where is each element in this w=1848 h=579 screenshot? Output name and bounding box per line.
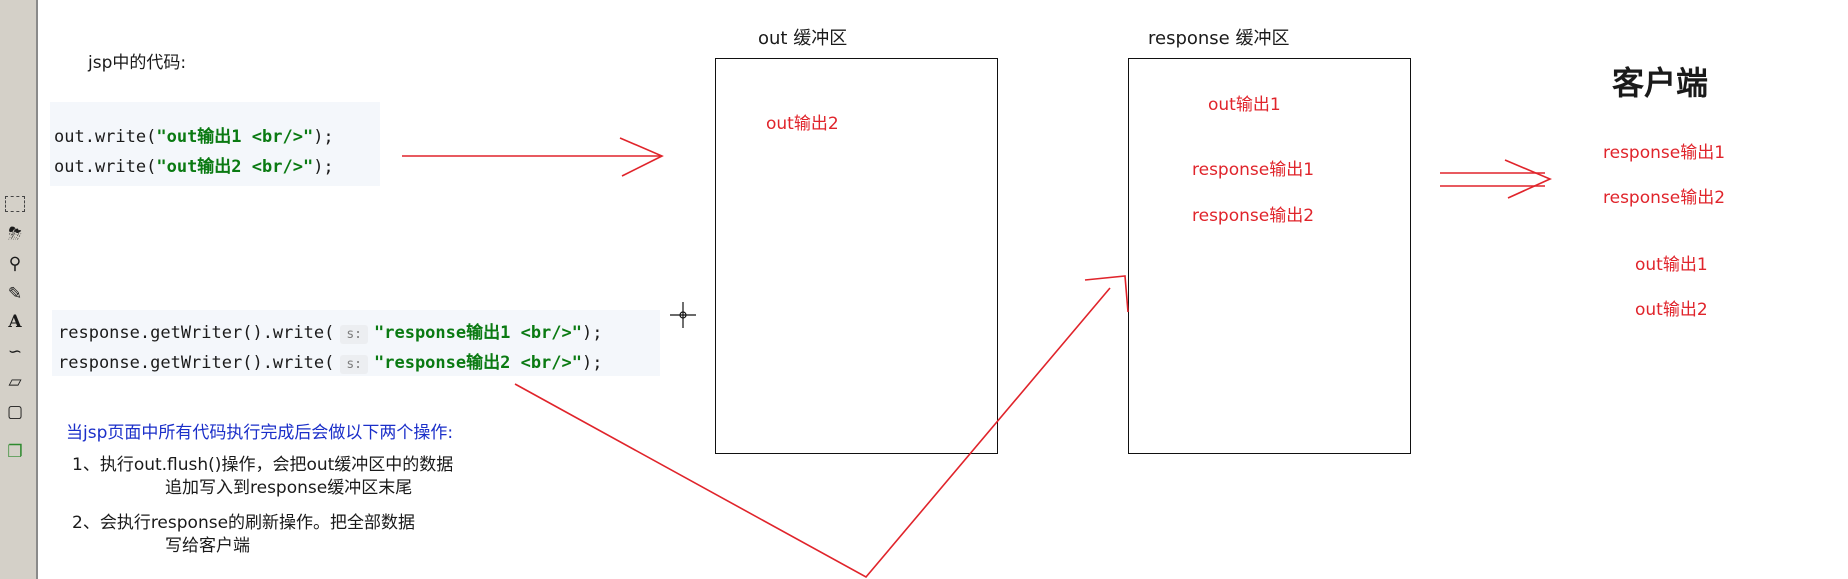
crosshair-cursor-icon bbox=[670, 302, 696, 328]
client-item: out输出2 bbox=[1635, 300, 1708, 320]
response-code-block: response.getWriter().write(s:"response输出… bbox=[52, 310, 660, 376]
fill-bucket-icon[interactable]: ⛈ bbox=[8, 224, 22, 244]
response-buffer-item: response输出2 bbox=[1192, 206, 1315, 226]
client-item: out输出1 bbox=[1635, 255, 1708, 275]
pencil-icon[interactable]: ✎ bbox=[7, 284, 23, 304]
response-code-line-2: response.getWriter().write(s:"response输出… bbox=[58, 353, 603, 374]
out-buffer-box: out输出2 bbox=[715, 58, 998, 454]
response-buffer-item: response输出1 bbox=[1192, 160, 1315, 180]
response-buffer-box: out输出1 response输出1 response输出2 bbox=[1128, 58, 1411, 454]
code-label: jsp中的代码: bbox=[88, 53, 187, 73]
paste-icon[interactable]: ❐ bbox=[7, 442, 23, 462]
notes-step2-line1: 2、会执行response的刷新操作。把全部数据 bbox=[72, 513, 416, 533]
client-title: 客户端 bbox=[1612, 64, 1709, 102]
curve-icon[interactable]: ∽ bbox=[7, 342, 23, 362]
polygon-icon[interactable]: ▱ bbox=[8, 372, 22, 392]
paint-toolbar: ⛈ ⚲ ✎ A ∽ ▱ ▢ ❐ bbox=[0, 0, 38, 579]
out-arrow bbox=[402, 137, 664, 177]
select-rect-icon[interactable] bbox=[3, 192, 27, 216]
notes-step1-line2: 追加写入到response缓冲区末尾 bbox=[165, 478, 413, 498]
text-icon[interactable]: A bbox=[8, 312, 22, 332]
notes-step2-line2: 写给客户端 bbox=[165, 536, 250, 556]
response-code-line-1: response.getWriter().write(s:"response输出… bbox=[58, 323, 603, 344]
client-item: response输出2 bbox=[1603, 188, 1726, 208]
response-buffer-item: out输出1 bbox=[1208, 95, 1281, 115]
out-buffer-item: out输出2 bbox=[766, 114, 839, 134]
out-code-block: out.write("out输出1 <br/>"); out.write("ou… bbox=[50, 102, 380, 186]
out-code-line-2: out.write("out输出2 <br/>"); bbox=[54, 157, 334, 177]
rounded-rect-icon[interactable]: ▢ bbox=[6, 402, 24, 422]
notes-heading: 当jsp页面中所有代码执行完成后会做以下两个操作: bbox=[66, 423, 454, 443]
client-item: response输出1 bbox=[1603, 143, 1726, 163]
notes-step1-line1: 1、执行out.flush()操作，会把out缓冲区中的数据 bbox=[72, 455, 454, 475]
out-buffer-title: out 缓冲区 bbox=[758, 28, 848, 49]
out-code-line-1: out.write("out输出1 <br/>"); bbox=[54, 127, 334, 147]
client-arrow bbox=[1440, 159, 1552, 199]
response-buffer-title: response 缓冲区 bbox=[1148, 28, 1290, 49]
magnifier-icon[interactable]: ⚲ bbox=[8, 254, 22, 274]
